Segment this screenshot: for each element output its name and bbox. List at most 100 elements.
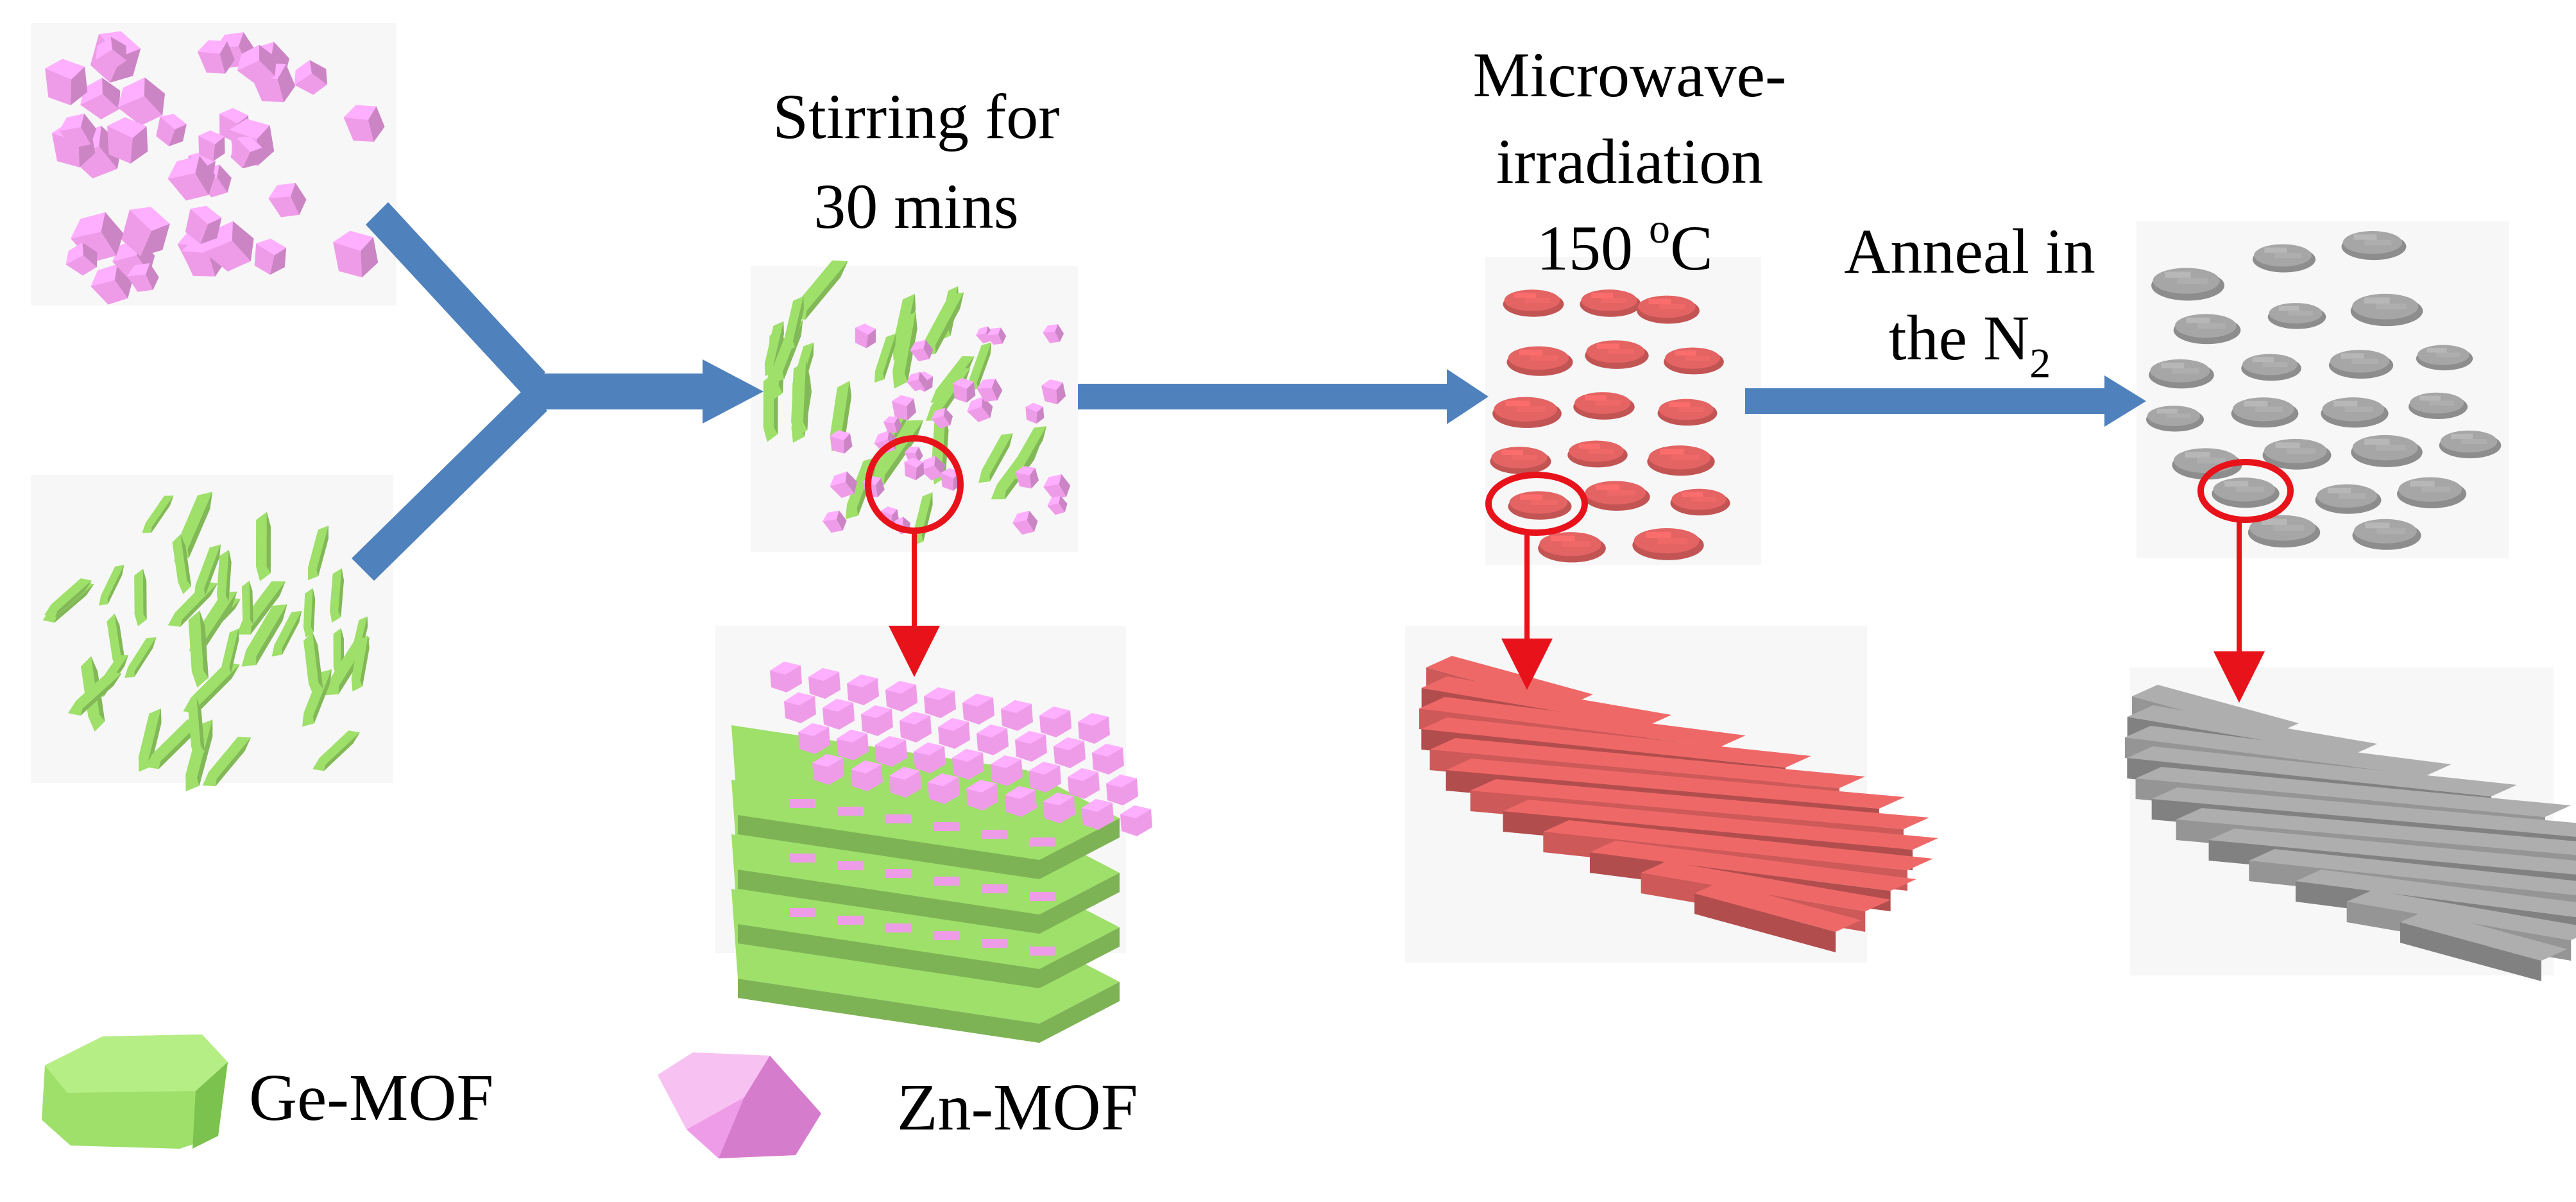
zoom-zn-crystal xyxy=(900,712,932,743)
ge-mof-plate xyxy=(791,360,810,439)
zn-mof-crystal xyxy=(883,416,902,433)
zoom-zn-crystal xyxy=(1092,744,1124,775)
zn-mof-crystal xyxy=(823,510,847,533)
ge-mof-plate xyxy=(303,631,323,698)
ge-mof-plate xyxy=(202,737,252,787)
ge-mof-plate xyxy=(351,635,370,692)
zoom-zn-crystal xyxy=(982,884,1007,893)
microwave-particle xyxy=(1637,295,1700,324)
zoom-zn-crystal xyxy=(991,755,1023,786)
microwave-particle xyxy=(1538,532,1606,563)
ge-mof-plate xyxy=(221,628,239,677)
microwave-particle xyxy=(1585,340,1649,369)
zoom-zn-crystal xyxy=(1039,707,1071,737)
zoom-zn-crystal xyxy=(1043,793,1075,823)
annealed-particle xyxy=(2409,392,2468,419)
zoom-zn-crystal xyxy=(1015,731,1047,762)
ge-mof-plate xyxy=(789,260,848,320)
ge-mof-plate xyxy=(216,549,232,608)
ge-mof-plate xyxy=(271,610,302,657)
panel-backgrounds xyxy=(31,23,2554,975)
annealed-particle xyxy=(2252,244,2316,273)
zoomed-mixed-mof-stack xyxy=(731,662,1152,1043)
zn-mof-crystal xyxy=(107,117,148,164)
zoom-zn-crystal xyxy=(837,807,863,816)
annealed-particle xyxy=(2173,314,2241,345)
zoom-zn-crystal xyxy=(885,869,911,878)
zoom-gray-stack xyxy=(2124,685,2576,981)
anneal-subscript: 2 xyxy=(2029,340,2051,387)
zn-mof-crystal xyxy=(967,397,993,422)
zoom-zn-crystal xyxy=(966,780,998,811)
y-merge-arrow-upper xyxy=(366,202,545,395)
zoom-zn-crystal xyxy=(1106,775,1138,805)
highlight-circle-microwave xyxy=(1485,472,1588,536)
microwave-particle xyxy=(1567,440,1628,468)
highlight-circle-anneal xyxy=(2197,459,2294,523)
zoom-zn-crystal xyxy=(1030,947,1055,956)
zoom-zn-crystal xyxy=(1082,799,1114,830)
zoom-zn-crystal xyxy=(1053,737,1086,768)
zn-mof-crystal xyxy=(1043,474,1071,500)
zn-mof-crystal xyxy=(904,458,925,481)
annealed-particle xyxy=(2328,350,2394,379)
zoom-zn-crystal xyxy=(823,699,855,730)
mixed-mof-particles-cluster xyxy=(763,260,1071,546)
ge-mof-plate xyxy=(302,669,332,727)
zoom-zn-crystal xyxy=(962,694,994,725)
zn-mof-crystal xyxy=(1025,402,1045,424)
temp-value: 150 xyxy=(1537,212,1649,284)
zn-mof-crystal xyxy=(343,105,385,142)
zoom-zn-crystal xyxy=(847,674,879,705)
zn-mof-crystal xyxy=(830,471,857,499)
ge-mof-plate xyxy=(241,604,287,667)
ge-mof-plate xyxy=(303,588,316,638)
microwave-particle xyxy=(1503,289,1564,317)
ge-mof-plate xyxy=(255,511,271,581)
zn-mof-crystal xyxy=(59,113,97,148)
zoom-zn-crystal xyxy=(885,923,911,932)
microwave-particle xyxy=(1573,392,1635,420)
ge-mof-plate xyxy=(67,671,122,716)
microwave-particle xyxy=(1632,528,1704,560)
zn-mof-crystal xyxy=(127,263,159,292)
zoom-zn-crystal xyxy=(812,754,844,785)
microwave-particle xyxy=(1583,481,1650,511)
ge-mof-plate xyxy=(99,565,124,606)
anneal-line-1: Anneal in xyxy=(1844,216,2095,287)
zoom-zn-crystal xyxy=(1068,768,1100,799)
zoom-zn-crystal xyxy=(875,736,907,767)
zn-mof-crystal xyxy=(830,430,853,454)
annealed-particle xyxy=(2352,519,2421,550)
zn-mof-crystal xyxy=(977,379,1003,402)
ge-mof-plate xyxy=(307,525,329,581)
zoom-zn-crystal xyxy=(789,908,815,917)
zoom-zn-crystal xyxy=(977,725,1009,755)
zoom-zn-crystal xyxy=(1120,805,1152,836)
ge-mof-plate xyxy=(194,544,221,599)
ge-mof-plate xyxy=(142,495,174,533)
ge-mof-plate xyxy=(921,292,964,356)
zn-mof-crystal xyxy=(1043,324,1064,343)
zn-mof-crystal xyxy=(45,58,88,105)
temp-degree: o xyxy=(1649,205,1670,252)
zoom-zn-crystal xyxy=(784,692,816,723)
microwave-particle xyxy=(1506,346,1573,376)
microwave-line-1: Microwave- xyxy=(1473,39,1787,110)
zn-mof-crystal xyxy=(90,264,133,305)
ge-mof-plate xyxy=(134,569,147,626)
ge-mof-particles-cluster xyxy=(42,492,370,792)
zn-mof-crystal xyxy=(1012,511,1038,535)
microwave-particle xyxy=(1670,488,1730,516)
zn-mof-crystal xyxy=(920,456,945,481)
zn-mof-crystal xyxy=(1047,495,1068,515)
zn-mof-particles-cluster xyxy=(45,31,385,305)
annealed-particle xyxy=(2341,231,2407,261)
zoom-zn-crystal xyxy=(837,730,869,760)
zoom-zn-crystal xyxy=(1005,786,1037,817)
highlight-circle-mix xyxy=(865,435,964,534)
annealed-particle xyxy=(2146,406,2204,432)
zn-mof-crystal xyxy=(1015,466,1039,489)
zn-mof-crystal xyxy=(987,327,1007,345)
zoom-zn-crystal xyxy=(982,939,1007,948)
